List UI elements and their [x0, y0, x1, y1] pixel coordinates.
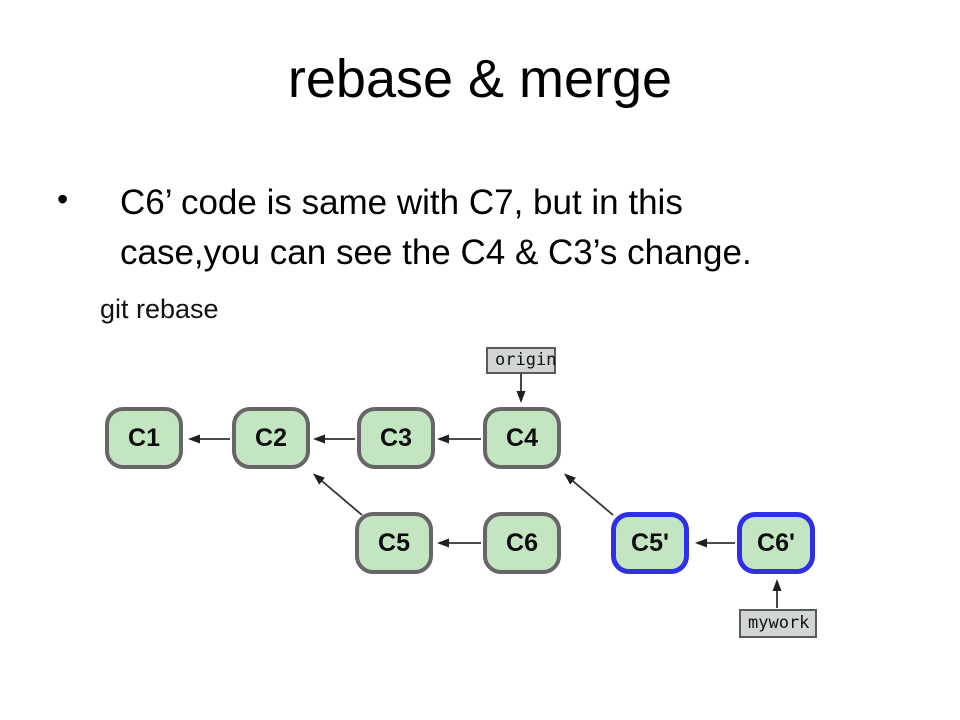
commit-label: C2: [255, 423, 287, 452]
bullet-line-2: case,you can see the C4 & C3’s change.: [120, 233, 752, 272]
commit-node-c4: C4: [483, 407, 561, 469]
ref-label-mywork: mywork: [739, 609, 817, 638]
commit-label: C1: [128, 423, 160, 452]
ref-label-origin: origin: [486, 347, 556, 374]
commit-node-c1: C1: [105, 407, 183, 469]
commit-label: C3: [380, 423, 412, 452]
slide-title: rebase & merge: [287, 49, 673, 109]
commit-label: C4: [506, 423, 538, 452]
commit-label: C6': [757, 528, 795, 557]
commit-node-c2: C2: [232, 407, 310, 469]
commit-label: C5': [631, 528, 669, 557]
bullet-marker: •: [57, 181, 69, 217]
commit-node-c3: C3: [357, 407, 435, 469]
bullet-line-1: C6’ code is same with C7, but in this: [120, 183, 683, 222]
edge-c5p-c4: [563, 473, 614, 516]
bullet-text: C6’ code is same with C7, but in this ca…: [120, 178, 880, 278]
commit-label: C5: [378, 528, 410, 557]
diagram-caption: git rebase: [100, 294, 219, 324]
commit-label: C6: [506, 528, 538, 557]
commit-node-c6: C6: [483, 512, 561, 574]
edge-c5-c2: [312, 473, 363, 516]
commit-node-c5: C5: [355, 512, 433, 574]
commit-node-c5-prime: C5': [611, 512, 689, 574]
commit-node-c6-prime: C6': [737, 512, 815, 574]
